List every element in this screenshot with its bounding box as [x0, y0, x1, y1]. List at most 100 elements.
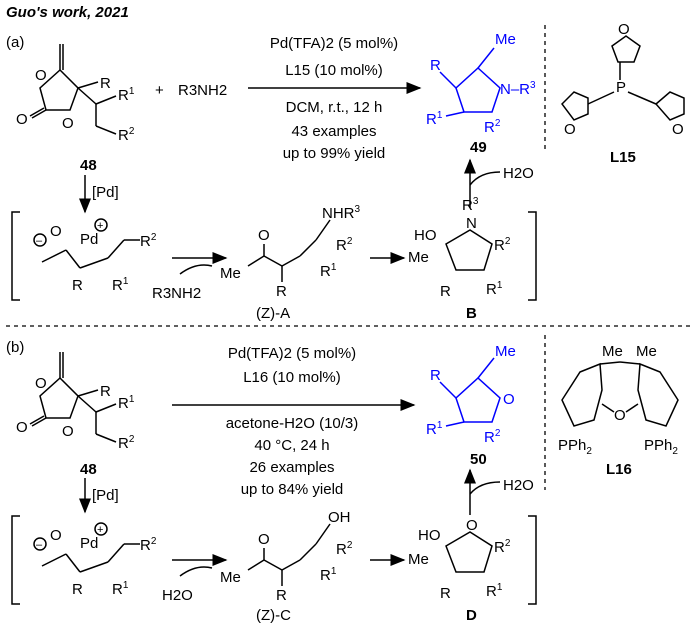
svg-text:R: R: [440, 283, 451, 300]
svg-text:Pd: Pd: [80, 231, 98, 248]
svg-text:O: O: [62, 423, 74, 440]
svg-text:R: R: [440, 585, 451, 602]
amine-addition-curve: [179, 264, 213, 275]
svg-text:–: –: [36, 539, 43, 551]
svg-text:O: O: [672, 121, 684, 138]
svg-text:acetone-H2O (10/3): acetone-H2O (10/3): [226, 415, 359, 432]
pd-allyl-intermediate-b: – O Pd + R2 R R1: [33, 522, 157, 598]
svg-text:R1: R1: [118, 86, 135, 104]
svg-text:Pd(TFA)2 (5 mol%): Pd(TFA)2 (5 mol%): [270, 35, 398, 52]
intermediate-C: O Me OH R2 R1 R: [220, 509, 353, 604]
svg-text:up to 84% yield: up to 84% yield: [241, 481, 344, 498]
water-addition-curve: [179, 566, 213, 577]
intermediate-A: O Me NHR3 R2 R1 R: [220, 204, 361, 300]
svg-text:R2: R2: [494, 236, 511, 254]
svg-text:DCM, r.t., 12 h: DCM, r.t., 12 h: [286, 99, 383, 116]
svg-text:R2: R2: [118, 126, 135, 144]
svg-text:R1: R1: [320, 566, 337, 584]
product-49-pyrrole: Me R R1 N–R3 R2: [426, 31, 536, 136]
ligand-l15-label: L15: [610, 149, 636, 166]
svg-text:O: O: [50, 223, 62, 240]
svg-text:R1: R1: [112, 276, 129, 294]
svg-text:O: O: [16, 419, 28, 436]
svg-text:Me: Me: [495, 31, 516, 48]
svg-text:R2: R2: [118, 434, 135, 452]
intermediate-B-label: B: [466, 305, 477, 322]
svg-text:O: O: [258, 531, 270, 548]
svg-text:Pd: Pd: [80, 535, 98, 552]
svg-text:O: O: [35, 67, 47, 84]
bracket-right-b: [528, 515, 537, 605]
svg-text:L15 (10 mol%): L15 (10 mol%): [285, 62, 383, 79]
svg-text:R1: R1: [486, 280, 503, 298]
svg-text:R: R: [100, 75, 111, 92]
water-in-cycle: H2O: [162, 587, 193, 604]
svg-text:Me: Me: [495, 343, 516, 360]
svg-text:R1: R1: [486, 582, 503, 600]
pd-label-b: [Pd]: [92, 487, 119, 504]
svg-text:HO: HO: [418, 527, 441, 544]
svg-text:Me: Me: [408, 551, 429, 568]
svg-text:R: R: [430, 367, 441, 384]
svg-text:O: O: [16, 111, 28, 128]
panel-b-label: (b): [6, 339, 24, 356]
svg-text:PPh2: PPh2: [558, 437, 592, 457]
svg-text:R: R: [100, 383, 111, 400]
svg-text:R: R: [276, 283, 287, 300]
ligand-l15: P O O O: [561, 21, 685, 138]
svg-text:R1: R1: [426, 110, 443, 128]
svg-text:40 °C, 24 h: 40 °C, 24 h: [254, 437, 329, 454]
svg-text:NHR3: NHR3: [322, 204, 361, 222]
svg-text:R2: R2: [140, 536, 157, 554]
svg-text:O: O: [564, 121, 576, 138]
svg-text:HO: HO: [414, 227, 437, 244]
svg-text:O: O: [258, 227, 270, 244]
amine-in-cycle: R3NH2: [152, 285, 201, 302]
water-loss-a: H2O: [503, 165, 534, 182]
svg-text:R2: R2: [336, 540, 353, 558]
plus-sign-a: +: [155, 82, 164, 99]
amine-reagent: R3NH2: [178, 82, 227, 99]
bracket-right-a: [528, 211, 537, 301]
svg-text:R2: R2: [140, 232, 157, 250]
pd-label-a: [Pd]: [92, 184, 119, 201]
svg-text:O: O: [618, 21, 630, 38]
svg-text:+: +: [97, 220, 103, 232]
svg-text:OH: OH: [328, 509, 351, 526]
svg-text:R3: R3: [462, 196, 479, 214]
intermediate-A-label: (Z)-A: [256, 305, 290, 322]
compound-48-a: O O O R R1 R2: [16, 44, 135, 144]
svg-text:R2: R2: [336, 236, 353, 254]
svg-text:Me: Me: [602, 343, 623, 360]
svg-text:R: R: [72, 581, 83, 598]
svg-text:O: O: [503, 391, 515, 408]
ligand-l16: Me Me O PPh2 PPh2: [558, 343, 679, 457]
svg-text:R1: R1: [426, 420, 443, 438]
svg-text:O: O: [466, 517, 478, 534]
svg-text:R1: R1: [112, 580, 129, 598]
svg-text:R1: R1: [118, 394, 135, 412]
water-loss-b: H2O: [503, 477, 534, 494]
svg-text:R2: R2: [484, 428, 501, 446]
svg-text:R: R: [430, 57, 441, 74]
svg-text:R: R: [72, 277, 83, 294]
svg-text:O: O: [62, 115, 74, 132]
compound-48-b: O O O R R1 R2: [16, 352, 135, 452]
svg-text:R2: R2: [484, 118, 501, 136]
conditions-a: Pd(TFA)2 (5 mol%) L15 (10 mol%) DCM, r.t…: [270, 35, 398, 162]
svg-text:Me: Me: [636, 343, 657, 360]
svg-text:L16 (10 mol%): L16 (10 mol%): [243, 369, 341, 386]
svg-text:Me: Me: [408, 249, 429, 266]
svg-text:R2: R2: [494, 538, 511, 556]
svg-text:+: +: [97, 524, 103, 536]
intermediate-B: N R3 HO Me R2 R R1: [408, 196, 511, 300]
svg-text:R: R: [276, 587, 287, 604]
intermediate-C-label: (Z)-C: [256, 607, 291, 624]
svg-text:O: O: [50, 527, 62, 544]
svg-text:–: –: [36, 235, 43, 247]
svg-text:O: O: [35, 375, 47, 392]
product-50-furan: Me R R1 O R2: [426, 343, 516, 446]
svg-text:43 examples: 43 examples: [291, 123, 376, 140]
ligand-l16-label: L16: [606, 461, 632, 478]
